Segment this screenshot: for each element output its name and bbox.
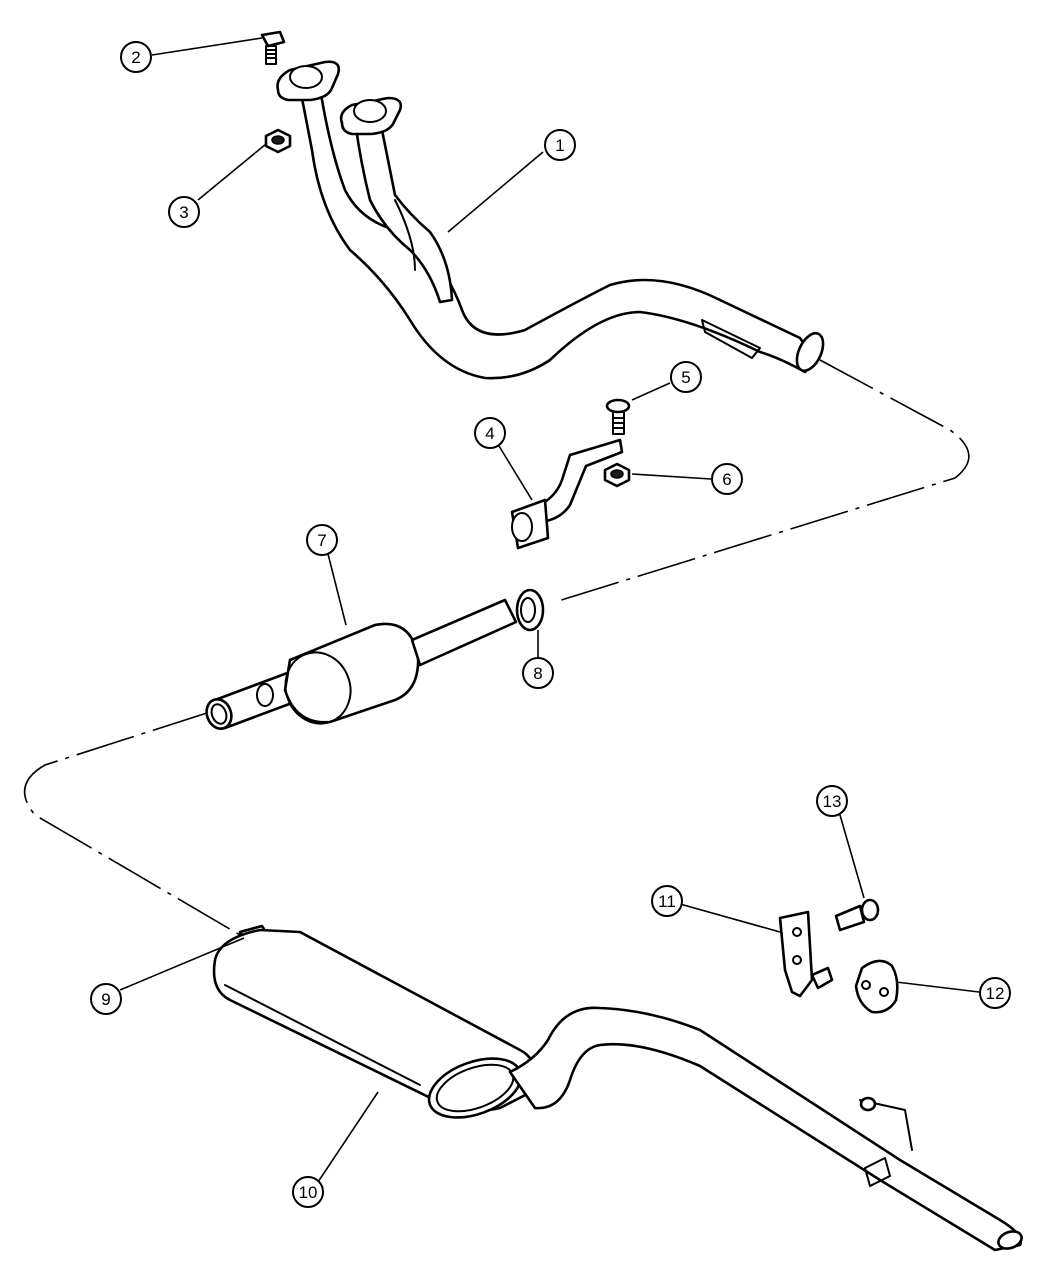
svg-text:4: 4 <box>485 424 494 443</box>
svg-text:9: 9 <box>101 990 110 1009</box>
svg-text:6: 6 <box>722 470 731 489</box>
bracket-clamp[interactable] <box>510 438 624 550</box>
svg-text:12: 12 <box>986 984 1005 1003</box>
callout-1: 1 <box>544 129 576 161</box>
callout-4: 4 <box>474 417 506 449</box>
callout-3: 3 <box>168 196 200 228</box>
hanger-bracket[interactable] <box>778 910 834 998</box>
bolt-5-icon[interactable] <box>605 398 631 435</box>
callout-10: 10 <box>292 1176 324 1208</box>
svg-text:2: 2 <box>131 48 140 67</box>
nut-3-icon[interactable] <box>264 128 292 154</box>
callout-5: 5 <box>670 361 702 393</box>
bolt-2-icon[interactable] <box>260 30 286 65</box>
bolt-13-icon[interactable] <box>834 898 880 932</box>
callout-2: 2 <box>120 41 152 73</box>
insulator-12[interactable] <box>854 959 899 1014</box>
svg-text:7: 7 <box>317 531 326 550</box>
muffler-tailpipe[interactable] <box>212 928 1024 1252</box>
svg-text:3: 3 <box>179 203 188 222</box>
svg-text:1: 1 <box>555 136 564 155</box>
manifold-pipe[interactable] <box>276 60 829 380</box>
nut-6-icon[interactable] <box>603 462 631 488</box>
catalytic-converter[interactable] <box>203 588 545 733</box>
callout-11: 11 <box>651 885 683 917</box>
svg-text:13: 13 <box>823 792 842 811</box>
callout-8: 8 <box>522 657 554 689</box>
callout-13: 13 <box>816 785 848 817</box>
callout-9: 9 <box>90 983 122 1015</box>
svg-text:11: 11 <box>658 892 676 911</box>
connector-lines <box>23 359 970 936</box>
svg-text:8: 8 <box>533 664 542 683</box>
callout-6: 6 <box>711 463 743 495</box>
callout-12: 12 <box>979 977 1011 1009</box>
svg-text:5: 5 <box>681 368 690 387</box>
callout-7: 7 <box>306 524 338 556</box>
svg-text:10: 10 <box>299 1183 318 1202</box>
leader-lines <box>119 37 980 1183</box>
